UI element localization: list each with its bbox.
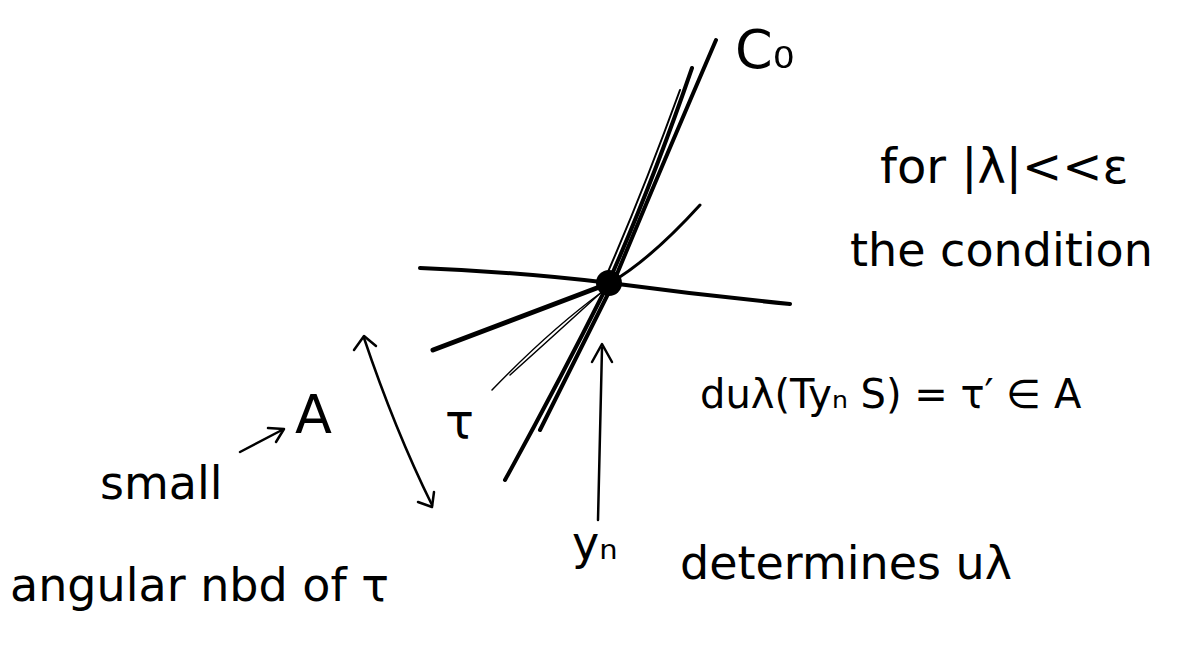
set-name: A [295, 385, 332, 444]
curve-c0 [540, 40, 716, 430]
note-text: determines uλ [680, 538, 1012, 589]
arrow-head [418, 492, 434, 507]
point-yn [596, 270, 622, 296]
formula-text: duλ(Tyₙ S) = τ′ ∈ A [700, 372, 1081, 416]
arrow-head [354, 336, 376, 350]
curve-name: C₀ [735, 20, 794, 79]
angle-arrow [364, 338, 432, 505]
note-text: small [100, 458, 223, 509]
angle-name: τ [445, 395, 474, 448]
point-name: yₙ [572, 518, 618, 569]
note-text: the condition [850, 225, 1153, 276]
leader-arrow [598, 348, 602, 520]
note-text: for |λ|<<ε [880, 140, 1128, 193]
curve-c0 [505, 68, 692, 480]
note-text: angular nbd of τ [10, 560, 389, 611]
arrow-head [592, 344, 612, 362]
curve-c0 [600, 90, 680, 290]
arrow-head [268, 428, 284, 442]
